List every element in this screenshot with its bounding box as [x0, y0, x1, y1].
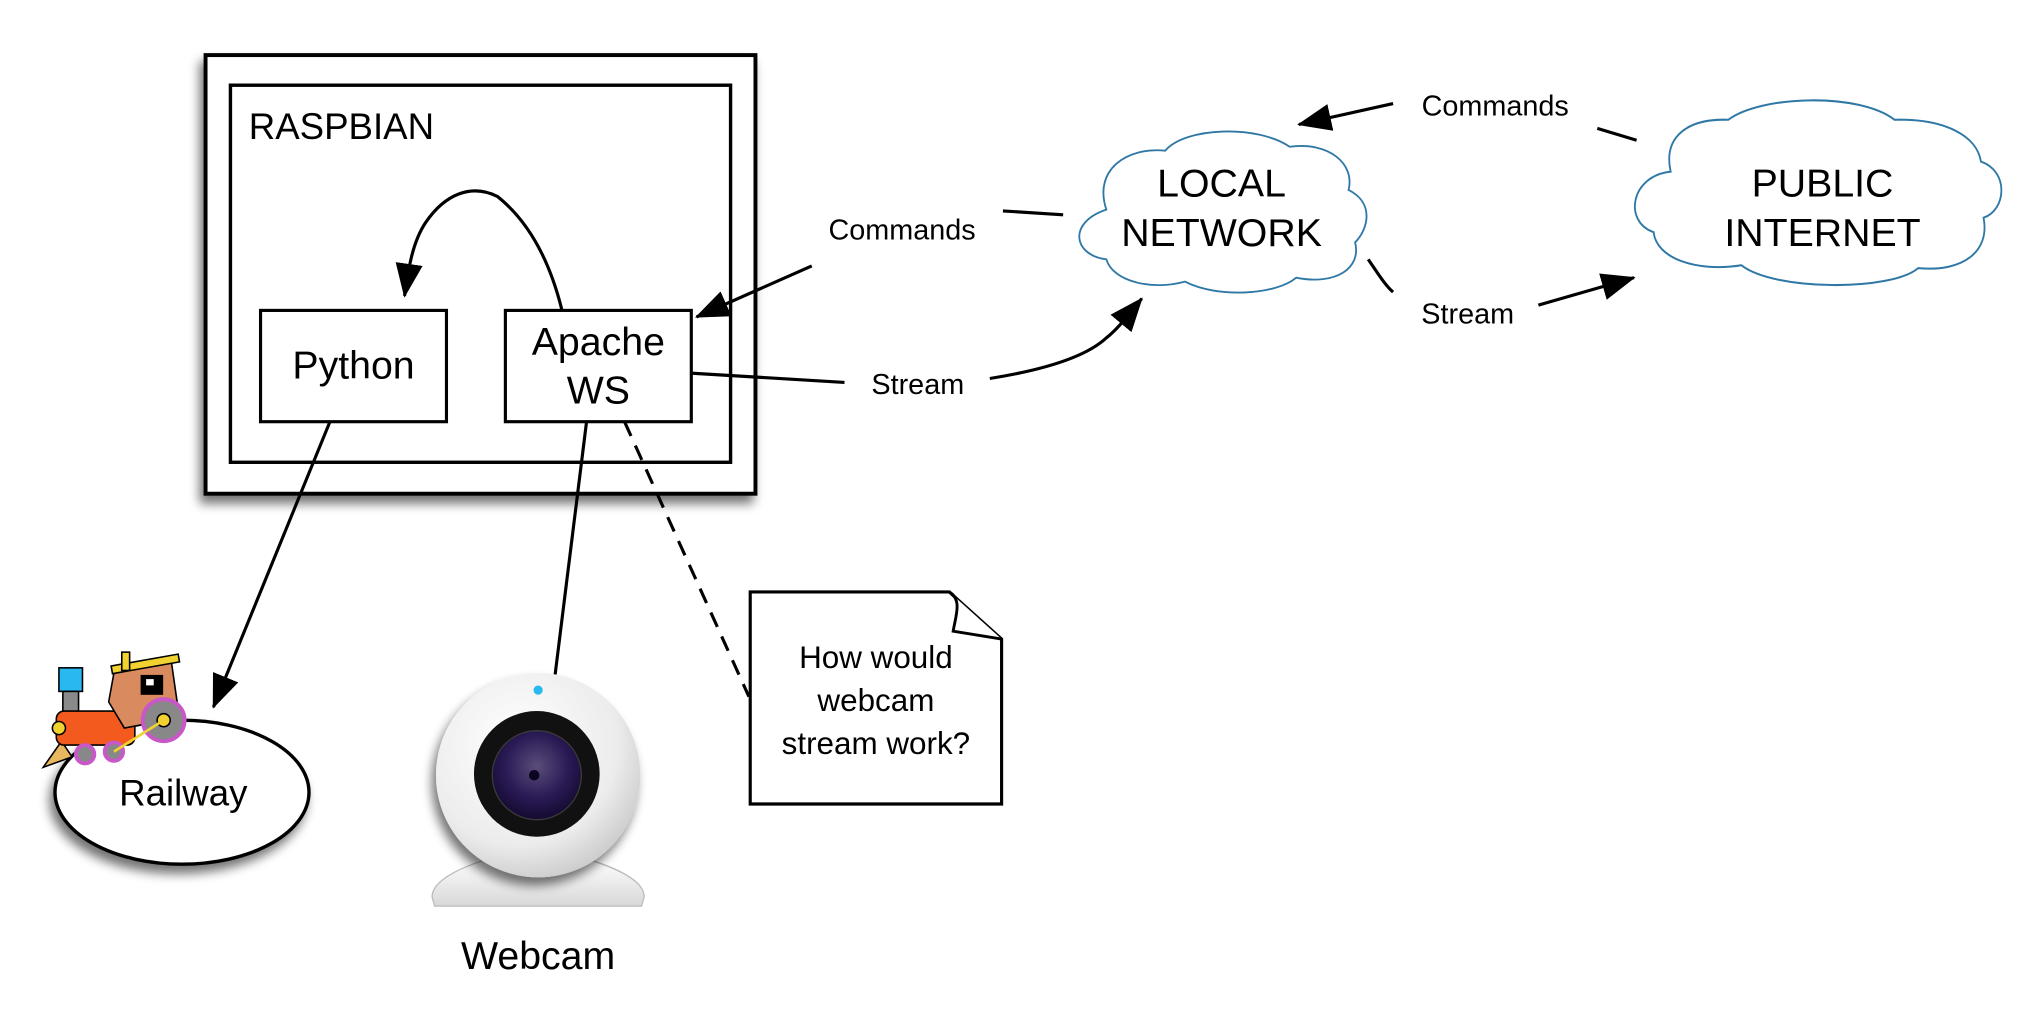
- commands-label-inner: Commands: [828, 215, 975, 247]
- toy-train-icon: [41, 651, 187, 769]
- raspberry-pi-frame: RASPBIAN: [203, 53, 758, 496]
- edge-commands-internet-to-local-tail: [1596, 126, 1638, 142]
- stream-label-inner: Stream: [871, 369, 964, 401]
- public-label: PUBLIC: [1752, 162, 1894, 206]
- webcam-label: Webcam: [461, 934, 615, 978]
- python-node[interactable]: Python: [258, 308, 449, 424]
- apache-ws-node[interactable]: Apache WS: [503, 308, 693, 424]
- railway-label: Railway: [119, 772, 248, 813]
- edge-stream-local-to-internet-tail: [1366, 258, 1395, 294]
- webcam-node[interactable]: Webcam: [431, 673, 645, 978]
- local-label: LOCAL: [1157, 162, 1286, 206]
- edge-stream-apache-to-local-tail: [692, 371, 845, 384]
- raspbian-label: RASPBIAN: [249, 106, 434, 147]
- edge-stream-local-to-internet: [1537, 273, 1636, 307]
- edge-commands-internet-to-local: [1297, 102, 1394, 131]
- network-label: NETWORK: [1121, 211, 1322, 255]
- apache-label: Apache: [532, 320, 665, 364]
- edge-apache-to-webcam: [553, 421, 589, 675]
- note-line-3: stream work?: [782, 726, 970, 761]
- commands-label-outer: Commands: [1422, 90, 1569, 122]
- edge-commands-local-to-apache: [694, 264, 813, 319]
- internet-label: INTERNET: [1724, 211, 1920, 255]
- local-network-cloud[interactable]: LOCAL NETWORK: [1078, 130, 1368, 294]
- public-internet-cloud[interactable]: PUBLIC INTERNET: [1634, 99, 2003, 287]
- note-line-2: webcam: [816, 683, 934, 718]
- edge-stream-apache-to-local: [989, 297, 1143, 381]
- webcam-icon: [431, 673, 645, 907]
- edge-commands-local-to-apache-tail: [1002, 209, 1064, 217]
- stream-label-outer: Stream: [1421, 299, 1514, 331]
- python-label: Python: [292, 343, 414, 387]
- ws-label: WS: [567, 368, 630, 412]
- note-line-1: How would: [799, 640, 953, 675]
- edge-python-to-railway: [211, 421, 332, 709]
- edge-apache-to-python: [395, 189, 564, 310]
- note-webcam-question[interactable]: How would webcam stream work?: [748, 590, 1004, 806]
